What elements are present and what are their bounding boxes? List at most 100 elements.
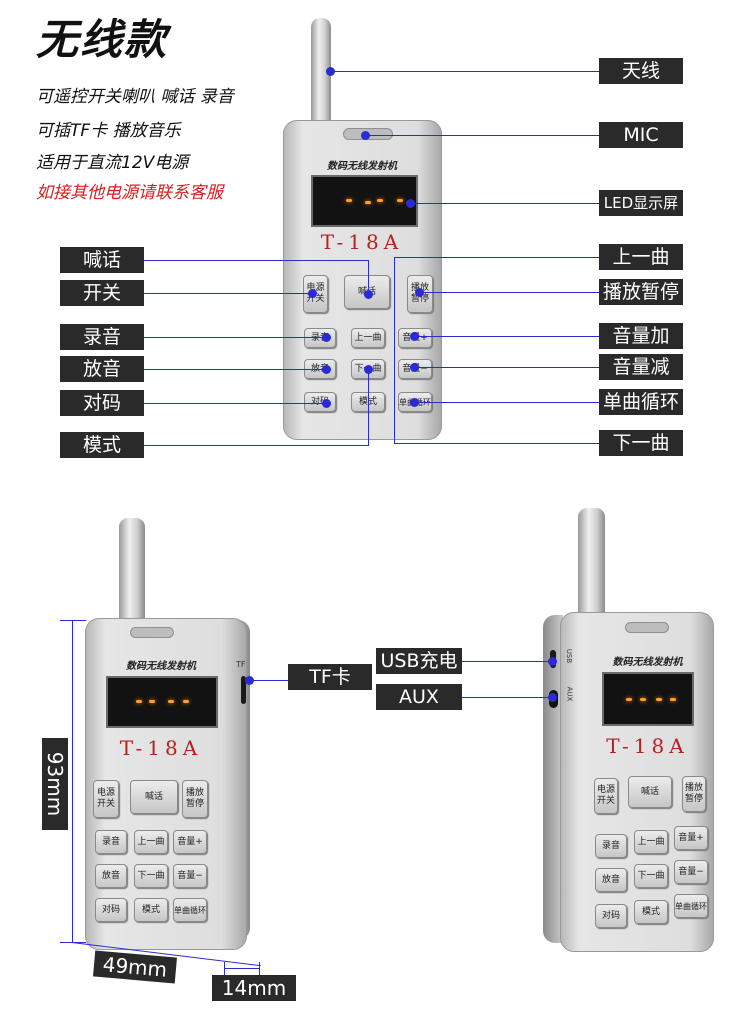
label-next: 下一曲 (599, 430, 683, 456)
antenna-image (119, 518, 145, 628)
device-model: T-18A (606, 734, 689, 758)
callout-dot (364, 365, 373, 374)
feature-line-warning: 如接其他电源请联系客服 (36, 183, 223, 203)
callout-line (250, 680, 288, 681)
callout-dot (410, 363, 419, 372)
height-dimension-label: 93mm (43, 751, 67, 817)
dimension-tick (224, 962, 225, 976)
shout-key: 喊话 (628, 776, 672, 808)
mic-grille (625, 622, 669, 633)
play-key: 播放 暂停 (682, 776, 706, 812)
loop-key: 单曲循环 (173, 898, 207, 922)
device-model: T-18A (320, 230, 404, 254)
callout-line (394, 443, 599, 444)
callout-line (415, 367, 599, 368)
callout-dot (322, 365, 331, 374)
play-rec-key: 放音 (95, 864, 127, 888)
aux-side-label: AUX (565, 686, 574, 702)
feature-line-3: 适用于直流12V电源 (36, 153, 189, 173)
mode-key: 模式 (634, 900, 668, 924)
next-key: 下一曲 (634, 864, 668, 888)
label-aux: AUX (376, 684, 462, 710)
label-antenna: 天线 (599, 58, 683, 84)
callout-line (144, 293, 310, 294)
label-record: 录音 (60, 324, 144, 350)
label-prev: 上一曲 (599, 244, 683, 270)
vol-down-key: 音量− (674, 860, 708, 884)
antenna-image (311, 18, 331, 130)
callout-line (394, 257, 599, 258)
callout-dot (415, 288, 424, 297)
shout-key: 喊话 (130, 780, 178, 814)
antenna-image (578, 508, 605, 620)
play-key: 播放 暂停 (182, 780, 208, 818)
label-led: LED显示屏 (599, 190, 683, 216)
loop-key: 单曲循环 (674, 894, 708, 918)
callout-line (415, 336, 599, 337)
callout-line (462, 697, 550, 698)
record-key: 录音 (595, 834, 627, 858)
pair-key: 对码 (95, 898, 127, 922)
callout-line (331, 71, 599, 72)
page-title: 无线款 (36, 15, 169, 64)
feature-line-2: 可插TF卡 播放音乐 (36, 121, 181, 141)
feature-line-1: 可遥控开关喇叭 喊话 录音 (36, 87, 234, 107)
tf-side-label: TF (236, 660, 246, 669)
label-mode: 模式 (60, 432, 144, 458)
usb-side-label: USB (565, 648, 574, 664)
tf-slot (241, 676, 246, 704)
label-shout: 喊话 (60, 247, 144, 273)
device-brand: 数码无线发射机 (612, 657, 683, 668)
device-model: T-18A (119, 736, 203, 760)
led-display (106, 676, 218, 728)
width-dimension: 49mm (93, 950, 177, 984)
label-power: 开关 (60, 280, 144, 306)
label-vol-up: 音量加 (599, 323, 683, 349)
callout-dot (326, 67, 335, 76)
callout-line (144, 445, 368, 446)
mic-grille (130, 627, 174, 638)
callout-line (394, 257, 395, 443)
label-play-pause: 播放暂停 (599, 279, 683, 305)
height-dimension: 93mm (42, 738, 68, 830)
device-brand: 数码无线发射机 (126, 661, 196, 672)
callout-line (462, 661, 550, 662)
callout-line (366, 135, 599, 136)
pair-key: 对码 (595, 904, 627, 928)
dimension-tick (60, 620, 86, 621)
callout-line (415, 402, 599, 403)
callout-dot (322, 399, 331, 408)
label-tf: TF卡 (288, 664, 372, 690)
callout-dot (322, 333, 331, 342)
record-key: 录音 (304, 328, 336, 348)
callout-dot (548, 693, 557, 702)
power-key: 电源 开关 (594, 778, 618, 814)
callout-line (144, 403, 324, 404)
label-single-loop: 单曲循环 (599, 389, 683, 415)
record-key: 录音 (95, 830, 127, 854)
callout-dot (406, 199, 415, 208)
depth-dimension: 14mm (212, 975, 296, 1001)
device-brand: 数码无线发射机 (327, 161, 397, 172)
callout-line (368, 260, 369, 294)
led-display (311, 175, 418, 227)
dimension-tick (259, 962, 260, 976)
prev-key: 上一曲 (134, 830, 168, 854)
label-vol-down: 音量减 (599, 354, 683, 380)
label-play-rec: 放音 (60, 356, 144, 382)
callout-line (368, 369, 369, 446)
play-rec-key: 放音 (595, 868, 627, 892)
vol-up-key: 音量+ (674, 826, 708, 850)
callout-dot (361, 131, 370, 140)
power-key: 电源 开关 (93, 780, 119, 818)
vol-down-key: 音量− (173, 864, 207, 888)
callout-line (144, 369, 324, 370)
next-key: 下一曲 (134, 864, 168, 888)
callout-line (411, 203, 599, 204)
label-pair: 对码 (60, 390, 144, 416)
callout-dot (410, 398, 419, 407)
callout-line (420, 292, 599, 293)
led-display (602, 672, 694, 726)
vol-up-key: 音量+ (173, 830, 207, 854)
callout-dot (364, 290, 373, 299)
